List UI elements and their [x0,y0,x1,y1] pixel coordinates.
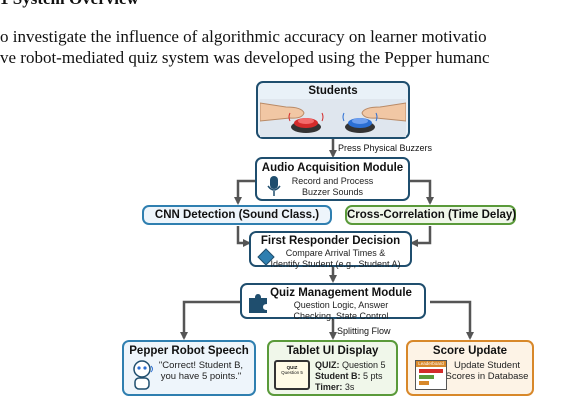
tablet-student-label: Student B: [315,371,361,381]
score-update-box: Score Update Leaderboard Update Student … [406,340,534,396]
tablet-quiz-label: QUIZ: [315,360,340,370]
tablet-student-value: 5 pts [363,371,383,381]
pepper-line-1: "Correct! Student B, [158,360,244,371]
arrow-audio-to-cnn [234,179,255,205]
tablet-mini-line-2: Question 5 [281,370,303,375]
pepper-line-2: you have 5 points." [160,370,242,382]
leaderboard-label: Leaderboard [416,361,446,367]
tablet-title: Tablet UI Display [286,345,379,357]
cnn-title: CNN Detection (Sound Class.) [154,209,320,221]
tablet-timer-row: Timer: 3s [315,382,354,393]
puzzle-icon [249,294,267,313]
score-line-2: Scores in Database [445,370,529,382]
quiz-line-2: Checking, State Control [293,310,389,321]
xcorr-title: Cross-Correlation (Time Delay) [347,209,517,221]
audio-line-1: Record and Process [291,176,374,186]
buzzer-scene-icon [260,99,406,137]
tablet-quiz-row: QUIZ: Question 5 [315,360,386,371]
buzzer-icon [291,118,321,133]
students-title: Students [308,85,358,97]
splitting-flow-label: Splitting Flow [337,326,391,336]
hand-icon [260,102,305,122]
score-title: Score Update [432,345,508,357]
tablet-timer-label: Timer: [315,382,343,392]
arrow-cnn-to-decision [236,226,251,247]
score-line-1: Update Student [453,360,521,371]
tablet-timer-value: 3s [344,382,355,392]
quiz-management-box: Quiz Management Module Question Logic, A… [240,283,426,321]
leaderboard-bar-2 [419,375,434,379]
tablet-icon: QUIZ Question 5 [274,360,310,390]
microphone-icon [267,176,281,196]
section-heading: 1 System Overview [0,0,139,9]
first-responder-box: First Responder Decision Compare Arrival… [249,231,412,269]
arrow-quiz-to-pepper [180,300,240,340]
paragraph-line-2: ve robot-mediated quiz system was develo… [0,48,490,67]
cross-correlation-box: Cross-Correlation (Time Delay) [345,205,516,225]
quiz-title: Quiz Management Module [270,287,412,299]
hand-icon [361,102,406,122]
pepper-speech-box: Pepper Robot Speech "Correct! Student B,… [122,340,256,396]
quiz-line-1: Question Logic, Answer [293,300,389,310]
buzzer-icon [345,118,375,133]
tablet-quiz-value: Question 5 [342,360,386,370]
decision-title: First Responder Decision [260,235,401,247]
tablet-mini-line-1: QUIZ [286,365,298,370]
audio-title: Audio Acquisition Module [261,162,404,174]
tablet-student-row: Student B: 5 pts [315,371,383,382]
arrow-audio-to-xcorr [410,179,434,205]
arrow-quiz-to-score [430,300,474,340]
arrow-xcorr-to-decision [410,226,432,247]
audio-acquisition-box: Audio Acquisition Module Record and Proc… [255,157,410,201]
decision-line-2: Identify Student (e.g., Student A) [270,258,401,269]
leaderboard-bar-3 [419,381,429,385]
leaderboard-icon: Leaderboard [415,360,447,390]
robot-icon [133,360,153,390]
paragraph-line-1: o investigate the influence of algorithm… [0,27,487,46]
diamond-icon [257,248,275,266]
press-buzzers-label: Press Physical Buzzers [338,143,433,153]
cnn-detection-box: CNN Detection (Sound Class.) [142,205,332,225]
leaderboard-bar-1 [419,369,443,373]
audio-line-2: Buzzer Sounds [301,186,364,197]
tablet-display-box: Tablet UI Display QUIZ Question 5 QUIZ: … [267,340,398,396]
pepper-title: Pepper Robot Speech [129,345,249,357]
students-box: Students [256,81,410,139]
decision-line-1: Compare Arrival Times & [285,248,386,258]
